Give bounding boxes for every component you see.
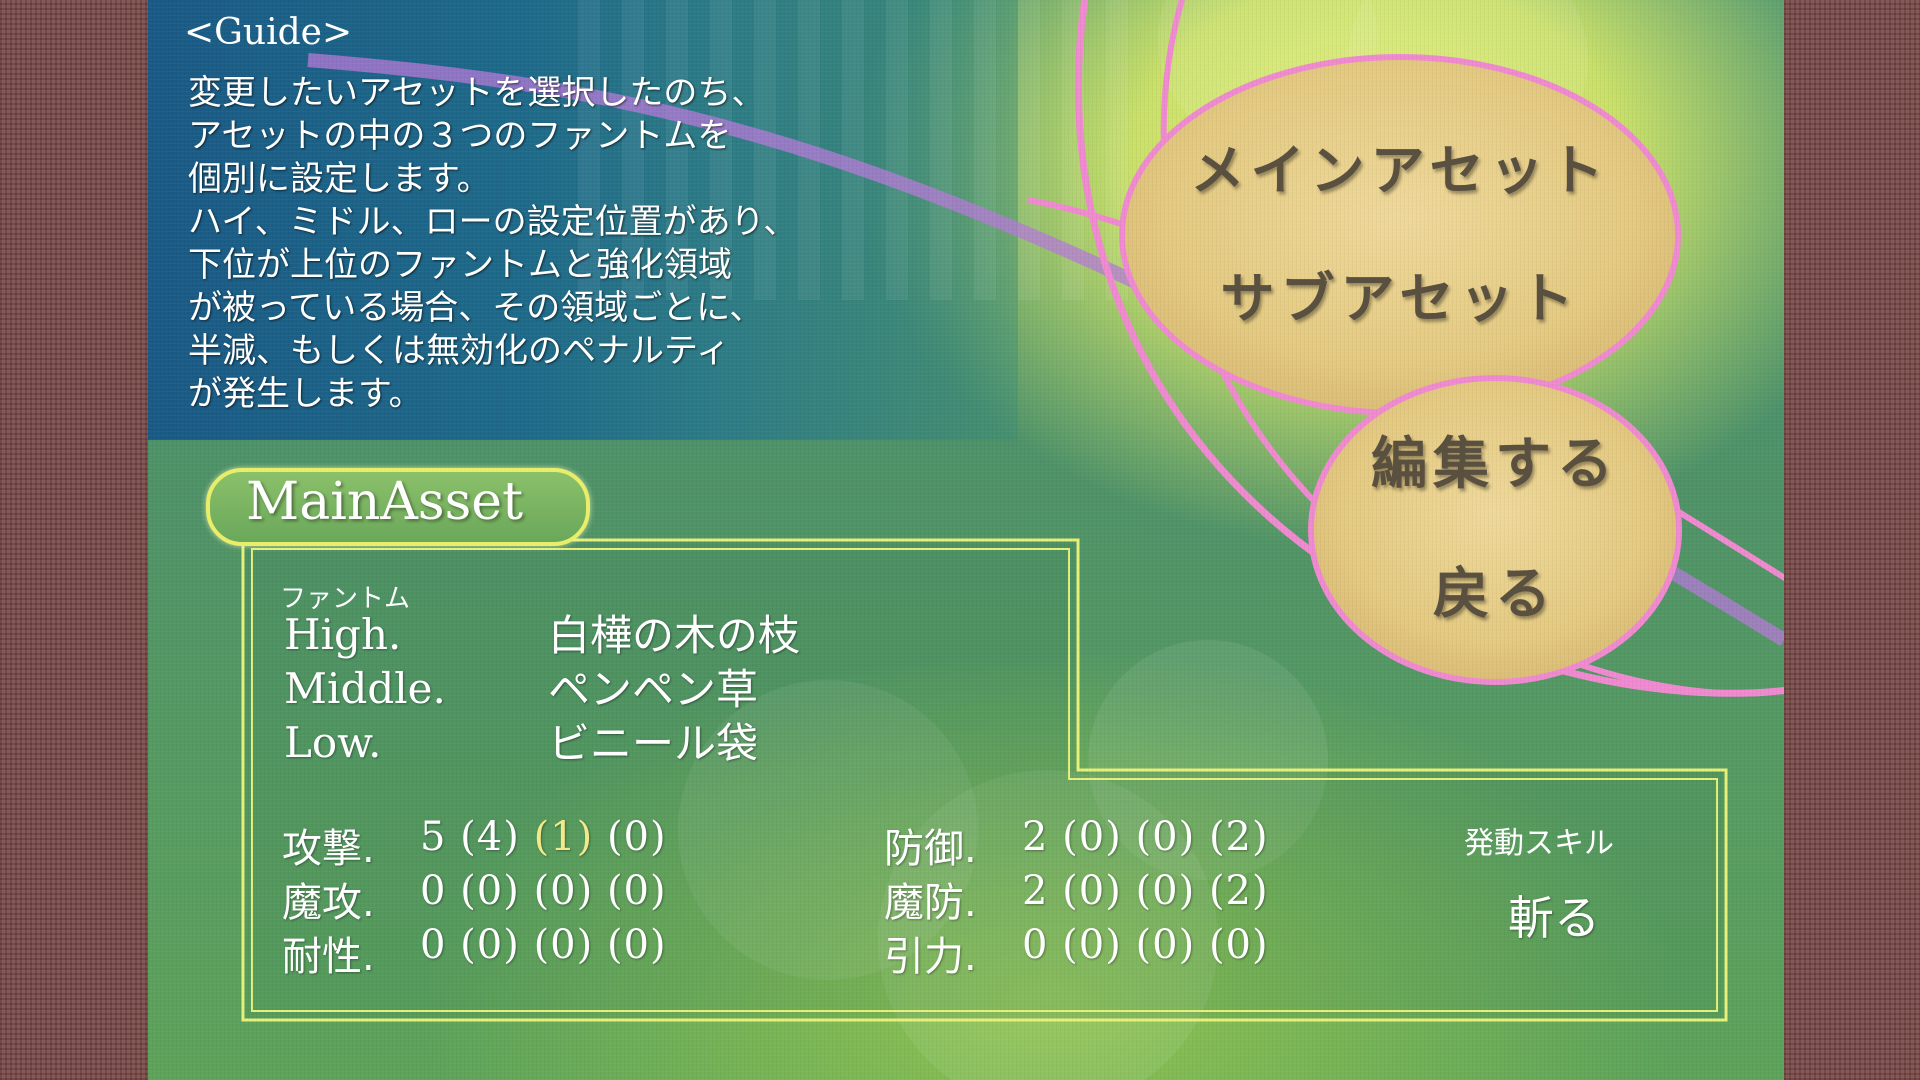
stat-gravity-values: 0 (0) (0) (0) (1022, 922, 1269, 968)
stat-bonus: (0) (460, 922, 520, 968)
guide-line: アセットの中の３つのファントムを (188, 116, 732, 156)
stat-magic-attack-values: 0 (0) (0) (0) (420, 868, 667, 914)
asset-tab (206, 468, 590, 546)
back-button[interactable]: 戻る (1433, 562, 1557, 627)
stat-attack-label: 攻撃. (282, 826, 375, 872)
skill-heading: 発動スキル (1464, 826, 1614, 861)
slot-middle-value[interactable]: ペンペン草 (548, 665, 759, 714)
stat-attack-values: 5 (4) (1) (0) (420, 814, 667, 860)
stat-bonus: (0) (606, 922, 667, 968)
game-screen: <Guide> 変更したいアセットを選択したのち、 アセットの中の３つのファント… (148, 0, 1784, 1080)
asset-frame-outer (241, 538, 1728, 1022)
stat-bonus: (0) (1208, 922, 1269, 968)
guide-line: 変更したいアセットを選択したのち、 (188, 73, 766, 113)
stat-total: 0 (420, 868, 447, 914)
stat-bonus: (0) (1062, 814, 1122, 860)
stat-bonus: (0) (1135, 814, 1196, 860)
stat-bonus: (4) (460, 814, 520, 860)
guide-line: 下位が上位のファントムと強化領域 (188, 245, 732, 285)
stat-total: 0 (1022, 922, 1049, 968)
stat-gravity-label: 引力. (884, 934, 977, 980)
stat-magic-attack-label: 魔攻. (282, 880, 375, 926)
guide-title: <Guide> (184, 12, 353, 53)
slot-middle-label: Middle. (284, 664, 446, 713)
left-cloth-border (0, 0, 148, 1080)
stat-magic-defense-label: 魔防. (884, 880, 977, 926)
sub-asset-button[interactable]: サブアセット (1220, 267, 1580, 330)
guide-line: が発生します。 (188, 374, 423, 414)
edit-menu-oval (1308, 375, 1682, 685)
guide-line: ハイ、ミドル、ローの設定位置があり、 (188, 202, 798, 242)
stat-total: 2 (1022, 868, 1049, 914)
phantom-heading: ファントム (280, 584, 411, 614)
slot-low-label: Low. (284, 718, 382, 767)
right-cloth-border (1784, 0, 1920, 1080)
stat-defense-values: 2 (0) (0) (2) (1022, 814, 1269, 860)
stat-bonus: (2) (1208, 814, 1269, 860)
guide-panel-background (148, 0, 1018, 440)
decoration-layer (241, 0, 1784, 1080)
skill-value: 斬る (1508, 891, 1600, 945)
stripe-decoration (578, 0, 1138, 300)
guide-line: 半減、もしくは無効化のペナルティ (188, 331, 730, 371)
main-asset-button[interactable]: メインアセット (1190, 139, 1610, 202)
stat-bonus: (0) (460, 868, 520, 914)
stat-magic-defense-values: 2 (0) (0) (2) (1022, 868, 1269, 914)
stat-bonus: (2) (1208, 868, 1269, 914)
slot-low-value[interactable]: ビニール袋 (548, 719, 759, 768)
stat-bonus: (0) (1135, 868, 1196, 914)
stat-bonus: (0) (606, 868, 667, 914)
asset-tab-title: MainAsset (246, 472, 523, 532)
edit-button[interactable]: 編集する (1371, 432, 1619, 497)
asset-select-menu: メインアセット サブアセット (1120, 55, 1680, 415)
guide-line: 個別に設定します。 (188, 159, 491, 199)
stat-bonus: (1) (533, 814, 594, 860)
slot-high-label: High. (284, 610, 402, 659)
stat-bonus: (0) (533, 868, 594, 914)
stat-total: 5 (420, 814, 447, 860)
stat-total: 2 (1022, 814, 1049, 860)
stat-bonus: (0) (606, 814, 667, 860)
clover-silhouette (678, 0, 1588, 1080)
guide-text: 変更したいアセットを選択したのち、 アセットの中の３つのファントムを 個別に設定… (188, 72, 797, 416)
stat-bonus: (0) (1135, 922, 1196, 968)
stat-resistance-values: 0 (0) (0) (0) (420, 922, 667, 968)
guide-line: が被っている場合、その領域ごとに、 (188, 288, 764, 328)
asset-frame-inner (251, 548, 1718, 1012)
slot-high-value[interactable]: 白樺の木の枝 (548, 611, 801, 660)
stat-bonus: (0) (1062, 868, 1122, 914)
stat-defense-label: 防御. (884, 826, 977, 872)
stat-resistance-label: 耐性. (282, 934, 375, 980)
stat-bonus: (0) (1062, 922, 1122, 968)
stat-bonus: (0) (533, 922, 594, 968)
action-menu: 編集する 戻る (1310, 375, 1680, 685)
stat-total: 0 (420, 922, 447, 968)
